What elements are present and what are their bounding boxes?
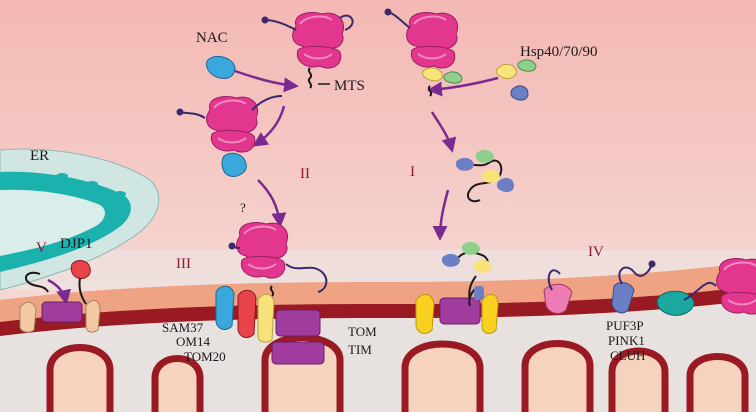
pathway-iii-receptors [215,285,325,365]
label-om14: OM14 [176,334,210,349]
hsp-lavender-free [510,85,529,101]
pathway-arrows [47,68,499,305]
chaperone-precursor [455,149,514,203]
label-tom: TOM [348,324,377,339]
label-tim: TIM [348,342,372,357]
label-pink1: PINK1 [608,333,645,348]
label-er: ER [30,148,49,164]
chain-end-1 [261,16,269,24]
label-cluh: CLUH [610,348,645,363]
pathway-iv-label: IV [588,244,604,260]
chain-tail-membrane [285,263,328,293]
chain-end-3 [384,8,392,16]
ribosome-top-right [405,11,459,70]
sam37-protein [215,285,235,330]
chain-extension [339,14,354,31]
tom-complex-v [41,301,83,323]
pathway-ii-label: II [300,166,310,182]
cristae [46,334,749,412]
label-tom20: TOM20 [184,349,226,364]
mts-coil-membrane [269,285,275,297]
label-nac: NAC [196,30,228,46]
hsp-green-free [517,59,537,72]
tim-complex [271,341,325,365]
hsp-yellow-1 [421,67,443,82]
label-hsp: Hsp40/70/90 [520,44,598,60]
inner-membrane [0,286,756,336]
chain-end-2 [176,108,184,116]
mts-coil-1 [307,67,313,89]
nac-protein [206,55,236,79]
chain-tail-2 [251,95,283,111]
endoplasmic-reticulum [0,148,160,291]
pathway-v [19,260,101,333]
chain-start-membrane [231,245,241,249]
hsp-yellow-free [495,63,517,79]
djp1-protein [70,260,91,279]
nac-bound [221,152,247,177]
label-mts: MTS [334,78,365,94]
om14-protein [237,289,257,338]
mts-coil-2 [427,85,433,97]
ribosome-top-center [291,11,345,70]
label-puf3p: PUF3P [606,318,644,333]
teal-receptor [656,290,695,316]
pathway-i-label: I [410,164,415,180]
ribosome-membrane [235,221,289,280]
pathway-iv [543,257,756,316]
label-question: ? [240,200,246,215]
hsp-green-1 [443,71,463,84]
tom20-protein [257,293,275,343]
pink-receptor [543,283,573,314]
ribosome-mid-left [205,95,259,154]
ribosome-edge [715,257,756,316]
tom-complex [275,309,321,337]
label-sam37: SAM37 [162,320,204,335]
tom-translocon-i [415,286,499,334]
pathway-v-label: V [36,240,47,256]
pathway-iii-label: III [176,256,191,272]
label-djp1: DJP1 [60,236,93,252]
